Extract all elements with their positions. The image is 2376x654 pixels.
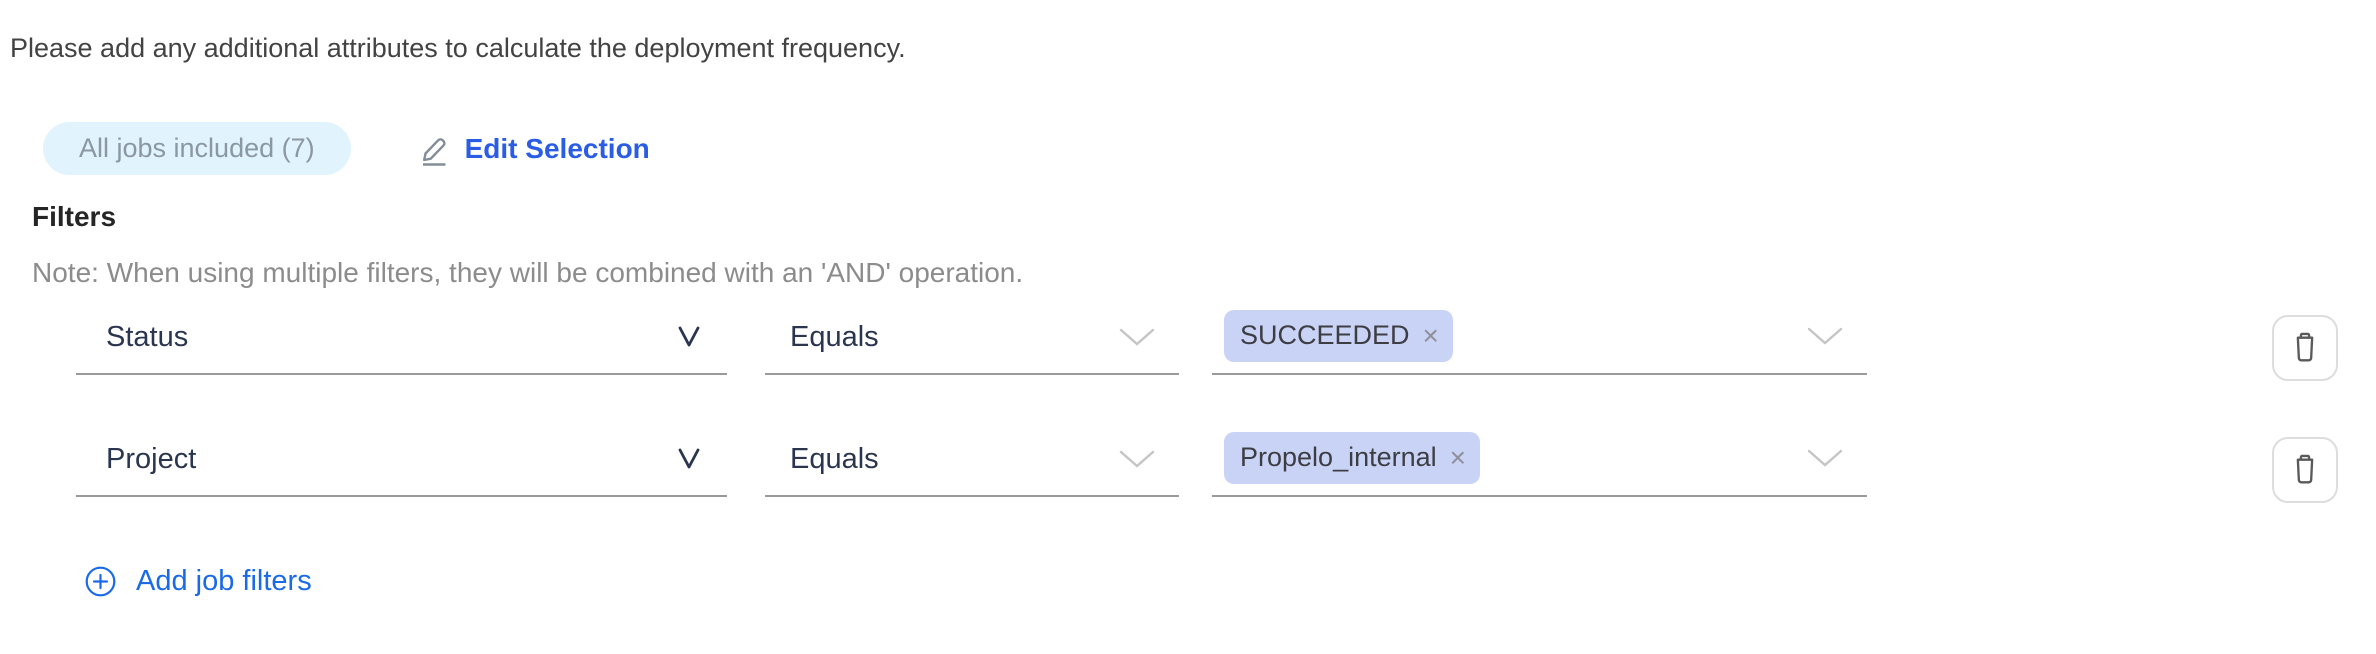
edit-selection-label: Edit Selection	[464, 132, 650, 164]
value-tag: Propelo_internal ×	[1224, 431, 1480, 484]
filters-heading: Filters	[32, 201, 117, 232]
edit-selection-link[interactable]: Edit Selection	[417, 131, 650, 167]
edit-icon	[417, 131, 451, 167]
intro-text: Please add any additional attributes to …	[10, 33, 906, 63]
close-icon[interactable]: ×	[1422, 319, 1439, 351]
trash-icon	[2290, 331, 2320, 366]
attribute-select-value: Project	[106, 442, 197, 475]
operator-select[interactable]: Equals	[765, 431, 1179, 497]
value-tag: SUCCEEDED ×	[1224, 309, 1453, 362]
close-icon[interactable]: ×	[1449, 441, 1466, 473]
filter-row: Status Equals SUCCEEDED ×	[76, 309, 2376, 381]
attribute-select[interactable]: Status	[76, 309, 727, 375]
value-select[interactable]: Propelo_internal ×	[1212, 431, 1867, 497]
plus-circle-icon	[85, 566, 116, 597]
chevron-down-icon	[1117, 326, 1157, 348]
operator-select-value: Equals	[790, 442, 879, 475]
chevron-down-icon	[673, 325, 705, 349]
trash-icon	[2290, 453, 2320, 488]
operator-select[interactable]: Equals	[765, 309, 1179, 375]
operator-select-value: Equals	[790, 320, 879, 353]
add-job-filters-label: Add job filters	[136, 565, 312, 597]
delete-filter-button[interactable]	[2272, 437, 2338, 503]
job-selection-row: All jobs included (7) Edit Selection	[43, 122, 2376, 175]
filters-note: Note: When using multiple filters, they …	[32, 257, 1024, 288]
chevron-down-icon	[1805, 325, 1845, 347]
filter-row: Project Equals Propelo_internal ×	[76, 431, 2376, 503]
chevron-down-icon	[1117, 448, 1157, 470]
value-tag-label: SUCCEEDED	[1240, 320, 1410, 350]
delete-filter-button[interactable]	[2272, 315, 2338, 381]
chevron-down-icon	[673, 447, 705, 471]
value-select[interactable]: SUCCEEDED ×	[1212, 309, 1867, 375]
attribute-select-value: Status	[106, 320, 189, 353]
value-tag-label: Propelo_internal	[1240, 442, 1437, 472]
add-job-filters-link[interactable]: Add job filters	[85, 565, 312, 598]
jobs-included-badge: All jobs included (7)	[43, 122, 351, 175]
chevron-down-icon	[1805, 447, 1845, 469]
attribute-select[interactable]: Project	[76, 431, 727, 497]
